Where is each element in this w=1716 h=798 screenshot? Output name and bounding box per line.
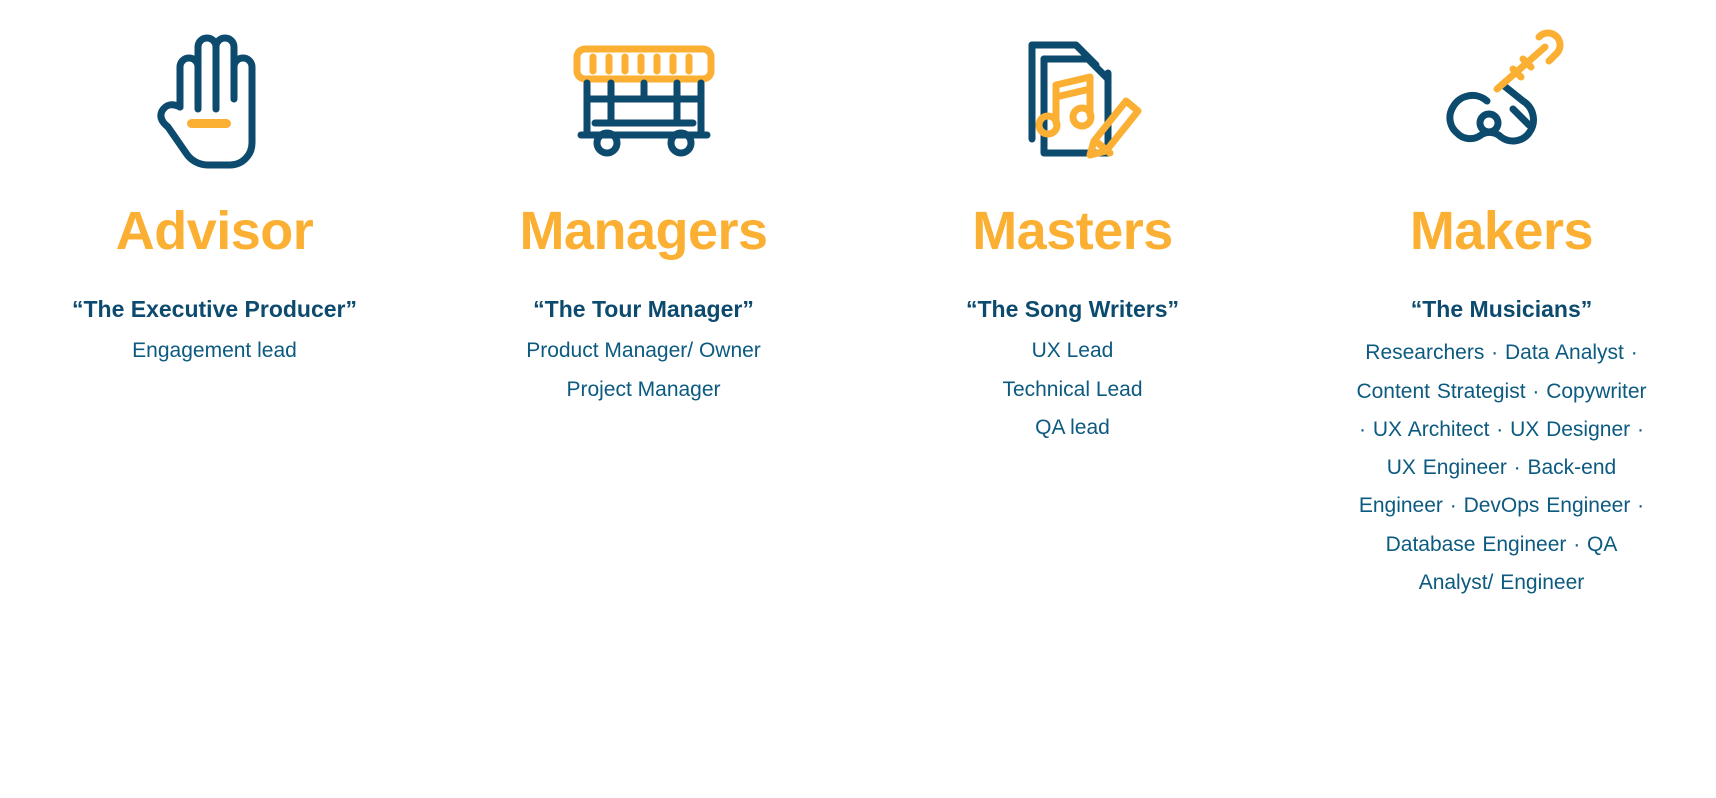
column-title: Advisor bbox=[115, 201, 314, 261]
column-managers: Managers “The Tour Manager” Product Mana… bbox=[429, 0, 858, 798]
rock-hand-horns-icon bbox=[115, 18, 315, 178]
column-subtitle: “The Song Writers” bbox=[966, 296, 1179, 322]
column-advisor: Advisor “The Executive Producer” Engagem… bbox=[0, 0, 429, 798]
role-list: UX Lead Technical Lead QA lead bbox=[908, 332, 1238, 447]
tour-bus-icon bbox=[544, 18, 744, 178]
role-list: Engagement lead bbox=[50, 332, 380, 370]
column-title: Makers bbox=[1409, 201, 1594, 261]
song-sheet-pencil-icon bbox=[973, 18, 1173, 178]
column-masters: Masters “The Song Writers” UX Lead Techn… bbox=[858, 0, 1287, 798]
column-subtitle: “The Musicians” bbox=[1410, 296, 1593, 322]
role-item: Engagement lead bbox=[132, 339, 297, 363]
column-makers: Makers “The Musicians” Researchers · Dat… bbox=[1287, 0, 1716, 798]
role-list: Product Manager/ Owner Project Manager bbox=[479, 332, 809, 408]
role-item: Technical Lead bbox=[1002, 377, 1143, 401]
role-item: Product Manager/ Owner bbox=[526, 339, 761, 363]
electric-guitar-icon bbox=[1402, 18, 1602, 178]
role-item: UX Lead bbox=[1031, 339, 1114, 363]
role-list: Researchers · Data Analyst · Content Str… bbox=[1356, 341, 1647, 594]
column-title: Managers bbox=[519, 201, 768, 261]
role-item: Project Manager bbox=[566, 377, 721, 401]
column-subtitle: “The Tour Manager” bbox=[533, 296, 754, 322]
column-title: Masters bbox=[972, 201, 1173, 261]
column-subtitle: “The Executive Producer” bbox=[71, 296, 358, 322]
role-item: QA lead bbox=[1035, 415, 1110, 439]
